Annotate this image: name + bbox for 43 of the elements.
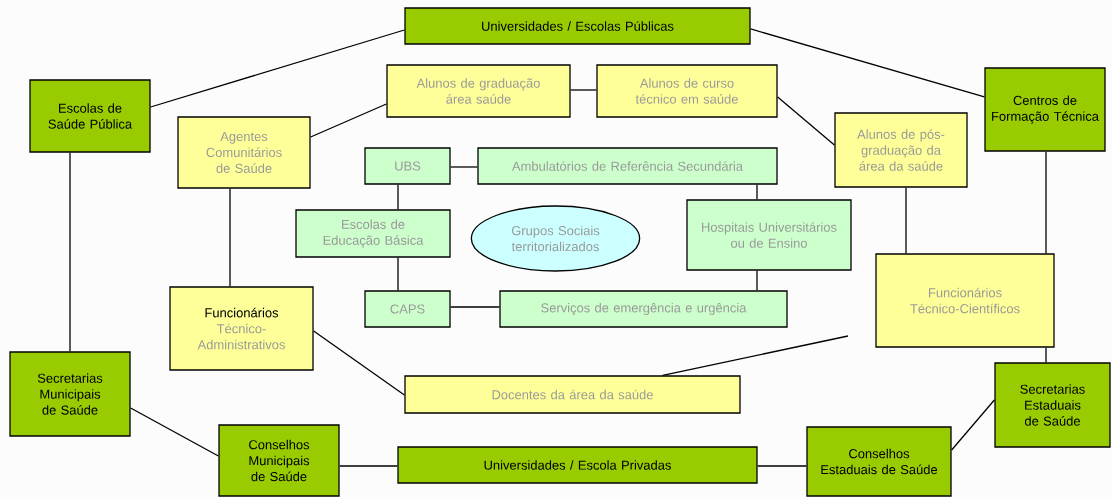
connector-line <box>313 330 405 396</box>
connector-line <box>756 270 758 291</box>
connector-line <box>750 28 985 98</box>
connector-line <box>951 399 995 451</box>
connector-line <box>570 89 597 91</box>
connector-line <box>339 465 398 467</box>
organization-box: Centros de Formação Técnica <box>984 67 1106 152</box>
service-box: Escolas de Educação Básica <box>295 209 451 258</box>
organization-box: Secretarias Estaduais de Saúde <box>994 362 1111 448</box>
connector-line <box>130 407 219 457</box>
connector-line <box>1045 347 1047 363</box>
organization-box: Universidades / Escola Privadas <box>397 446 758 484</box>
connector-line <box>150 29 405 108</box>
people-box: Funcionários Técnico-Científicos <box>875 253 1055 348</box>
connector-line <box>1045 151 1047 254</box>
service-box: Hospitais Universitários ou de Ensino <box>686 199 852 271</box>
service-box: UBS <box>364 147 451 185</box>
connector-line <box>756 184 758 200</box>
connector-line <box>310 103 387 138</box>
connector-line <box>69 152 71 352</box>
organization-box: Universidades / Escolas Públicas <box>404 7 751 45</box>
people-box: Docentes da área da saúde <box>404 375 741 414</box>
connector-line <box>777 96 835 146</box>
people-box: Funcionários Técnico-Administrativos <box>169 286 314 371</box>
organization-box: Secretarias Municipais de Saúde <box>9 351 131 437</box>
service-box: CAPS <box>364 290 451 328</box>
people-box: Alunos de curso técnico em saúde <box>596 64 778 118</box>
connector-line <box>905 187 907 254</box>
connector-line <box>229 188 231 287</box>
connector-line <box>397 257 399 291</box>
organization-box: Escolas de Saúde Pública <box>29 79 151 153</box>
people-box: Agentes Comunitários de Saúde <box>177 116 311 189</box>
connector-line <box>662 335 849 376</box>
connector-line <box>757 465 807 467</box>
organization-box: Conselhos Estaduais de Saúde <box>806 426 952 497</box>
organization-box: Conselhos Municipais de Saúde <box>218 424 340 497</box>
connector-line <box>450 306 500 308</box>
service-box: Ambulatórios de Referência Secundária <box>477 147 778 185</box>
people-box: Alunos de pós-graduação da área da saúde <box>834 112 968 188</box>
connector-line <box>397 184 399 210</box>
service-box: Serviços de emergência e urgência <box>499 290 788 328</box>
connector-line <box>450 166 478 168</box>
people-box: Alunos de graduação área saúde <box>386 64 571 118</box>
